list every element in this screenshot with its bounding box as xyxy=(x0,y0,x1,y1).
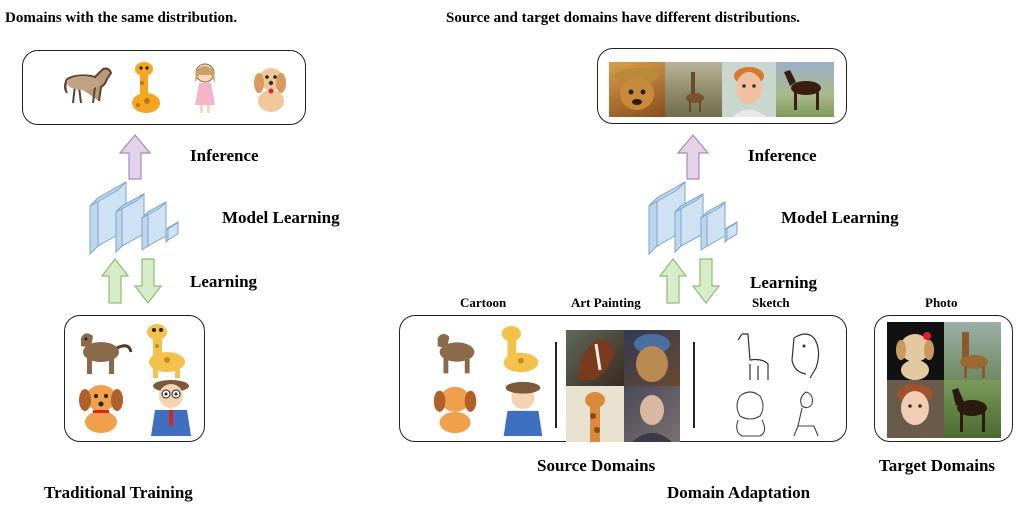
cartoon-horse-image xyxy=(437,334,475,374)
left-learning-arrow-up xyxy=(100,258,130,304)
art-giraffe-image xyxy=(566,386,624,442)
photo-domain-label: Photo xyxy=(925,295,958,310)
right-learning-label: Learning xyxy=(750,273,818,292)
right-inference-label: Inference xyxy=(748,146,817,165)
right-learning-arrow-up xyxy=(658,258,688,304)
right-heading: Source and target domains have different… xyxy=(446,10,801,26)
right-inference-arrow xyxy=(676,134,710,180)
source-domains-box xyxy=(399,315,847,442)
left-learning-arrow-down xyxy=(133,258,163,304)
sketch-dog-image xyxy=(736,391,766,437)
giraffe-cartoon-image xyxy=(132,62,160,113)
giraffe-photo-image xyxy=(665,62,722,117)
sketch-domain-label: Sketch xyxy=(752,295,790,310)
left-caption: Traditional Training xyxy=(44,483,193,502)
dog-cartoon-image xyxy=(254,68,286,112)
giraffe-cartoon-image xyxy=(147,324,185,378)
source-divider-left xyxy=(555,342,557,428)
dog-photo-image xyxy=(609,62,665,117)
person-cartoon-image xyxy=(151,380,191,436)
art-person-image xyxy=(624,386,680,442)
right-model-layers-icon xyxy=(648,181,738,256)
cartoon-person-image xyxy=(503,381,543,436)
girl-doll-image xyxy=(195,63,215,113)
source-domains-caption: Source Domains xyxy=(537,456,656,475)
photo-person-image xyxy=(887,380,944,438)
target-domains-caption: Target Domains xyxy=(879,456,996,475)
art-painting-domain-label: Art Painting xyxy=(571,295,641,310)
left-inference-label: Inference xyxy=(190,146,259,165)
sketch-giraffe-image xyxy=(737,333,769,380)
art-dog-image xyxy=(624,330,680,386)
sketch-horse-image xyxy=(791,333,820,379)
person-photo-image xyxy=(722,62,776,117)
dog-cartoon-image xyxy=(79,385,123,433)
left-output-box xyxy=(22,50,306,125)
right-output-box xyxy=(597,48,847,124)
photo-horse-image xyxy=(944,380,1001,438)
sketch-person-image xyxy=(793,391,819,437)
left-input-box xyxy=(64,315,205,442)
left-model-layers-icon xyxy=(89,181,179,256)
target-domain-box xyxy=(874,315,1013,442)
right-model-learning-label: Model Learning xyxy=(781,208,899,227)
left-learning-label: Learning xyxy=(190,272,258,291)
left-inference-arrow xyxy=(118,134,152,180)
cartoon-giraffe-image xyxy=(501,326,539,373)
left-model-learning-label: Model Learning xyxy=(222,208,340,227)
source-divider-right xyxy=(693,342,695,428)
right-caption: Domain Adaptation xyxy=(667,483,811,502)
left-heading: Domains with the same distribution. xyxy=(5,10,238,26)
horse-photo-image xyxy=(776,62,834,117)
photo-giraffe-image xyxy=(944,322,1001,380)
cartoon-dog-image xyxy=(433,386,477,434)
right-learning-arrow-down xyxy=(691,258,721,304)
photo-dog-image xyxy=(887,322,944,380)
cartoon-domain-label: Cartoon xyxy=(460,295,507,310)
horse-cartoon-image xyxy=(81,333,133,374)
art-horse-image xyxy=(566,330,624,386)
horse-illustration-image xyxy=(64,67,113,104)
